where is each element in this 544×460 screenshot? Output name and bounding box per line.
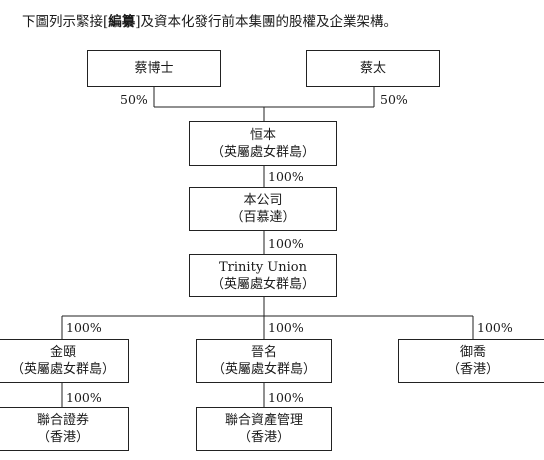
intro-bold: 編纂: [108, 14, 136, 30]
pct-hang-bun-company: 100%: [268, 169, 304, 184]
pct-mrs-choi: 50%: [380, 92, 408, 107]
node-name: 本公司: [243, 193, 283, 208]
pct-trinity-jinming: 100%: [268, 320, 304, 335]
node-jurisdiction: （英屬處女群島）: [10, 362, 115, 377]
node-jinyi: 金頤 （英屬處女群島）: [0, 339, 129, 383]
node-name: 聯合證券: [36, 413, 89, 428]
node-name: Trinity Union: [219, 259, 307, 275]
node-name: 蔡太: [359, 61, 386, 76]
node-name: 蔡博士: [134, 61, 174, 76]
pct-jinyi-securities: 100%: [66, 390, 102, 405]
node-lianhe-securities: 聯合證券 （香港）: [0, 407, 129, 451]
node-lianhe-asset: 聯合資產管理 （香港）: [196, 407, 332, 451]
node-name: 聯合資產管理: [224, 413, 303, 428]
pct-company-trinity: 100%: [268, 236, 304, 251]
node-jurisdiction: （香港）: [237, 430, 290, 445]
node-jurisdiction: （英屬處女群島）: [210, 144, 315, 160]
node-name: 恒本: [249, 127, 276, 143]
node-company: 本公司 （百慕達）: [189, 187, 337, 231]
node-yuqiao: 御喬 （香港）: [398, 339, 544, 383]
node-hang-bun: 恒本 （英屬處女群島）: [189, 121, 337, 166]
node-jinming: 晉名 （英屬處女群島）: [196, 339, 332, 383]
intro-text: 下圖列示緊接[編纂]及資本化發行前本集團的股權及企業架構。: [22, 14, 398, 30]
node-name: 晉名: [250, 345, 277, 360]
node-jurisdiction: （百慕達）: [230, 210, 296, 225]
node-name: 金頤: [49, 345, 76, 360]
node-jurisdiction: （香港）: [446, 362, 499, 377]
node-mrs-choi: 蔡太: [306, 50, 440, 87]
node-jurisdiction: （英屬處女群島）: [211, 362, 316, 377]
pct-trinity-jinyi: 100%: [66, 320, 102, 335]
node-trinity-union: Trinity Union （英屬處女群島）: [189, 254, 337, 297]
node-name: 御喬: [459, 345, 486, 360]
node-jurisdiction: （英屬處女群島）: [210, 276, 315, 292]
pct-dr-choi: 50%: [120, 92, 148, 107]
node-dr-choi: 蔡博士: [87, 50, 221, 87]
pct-jinming-asset: 100%: [268, 390, 304, 405]
pct-trinity-yuqiao: 100%: [477, 320, 513, 335]
node-jurisdiction: （香港）: [36, 430, 89, 445]
